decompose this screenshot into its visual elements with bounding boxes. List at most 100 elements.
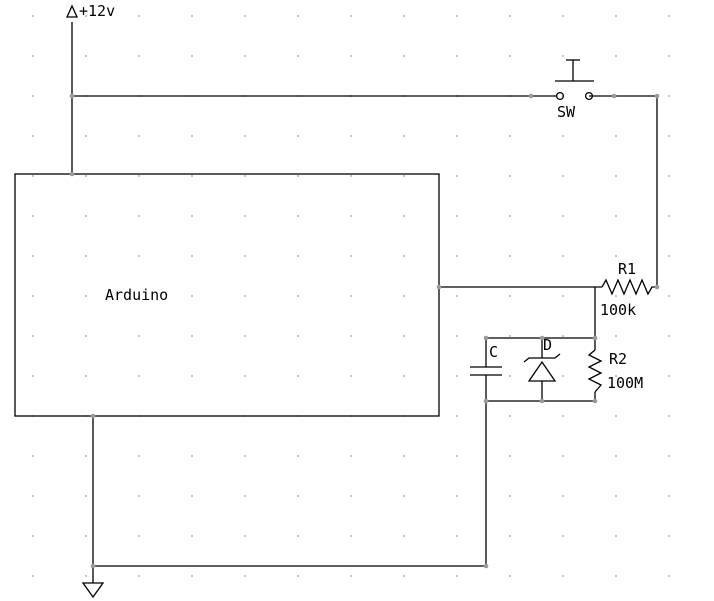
grid-dot <box>403 575 405 577</box>
grid-dot <box>138 215 140 217</box>
junction-dot <box>69 93 75 99</box>
grid-dot <box>668 535 670 537</box>
grid-dot <box>615 575 617 577</box>
grid-dot <box>562 175 564 177</box>
grid-dot <box>668 375 670 377</box>
grid-dot <box>297 455 299 457</box>
supply-label: +12v <box>79 2 115 20</box>
capacitor-c: C <box>470 343 502 376</box>
junction-dot <box>539 398 545 404</box>
grid-dot <box>191 255 193 257</box>
grid-dot <box>297 575 299 577</box>
grid-dot <box>456 335 458 337</box>
grid-dot <box>615 375 617 377</box>
junction-dot <box>654 284 660 290</box>
grid-dot <box>138 15 140 17</box>
grid-dot <box>244 175 246 177</box>
grid-dot <box>668 255 670 257</box>
grid-dot <box>32 295 34 297</box>
grid-dot <box>456 255 458 257</box>
r1-value: 100k <box>600 301 636 319</box>
grid-dot <box>244 335 246 337</box>
grid-dot <box>32 575 34 577</box>
junction-dot <box>592 335 598 341</box>
grid-dot <box>562 55 564 57</box>
grid-dot <box>456 55 458 57</box>
grid-dot <box>350 215 352 217</box>
grid-dot <box>403 15 405 17</box>
grid-dot <box>615 535 617 537</box>
grid-dot <box>244 575 246 577</box>
grid-dot <box>138 55 140 57</box>
junction-dot <box>528 93 534 99</box>
grid-dot <box>615 455 617 457</box>
junction-dot <box>539 335 545 341</box>
r2-name: R2 <box>609 350 627 368</box>
grid-dot <box>403 455 405 457</box>
switch-label: SW <box>557 103 576 121</box>
grid-dot <box>456 135 458 137</box>
resistor-r1: R1 100k <box>600 260 657 319</box>
grid-dot <box>456 15 458 17</box>
junction-dot <box>483 563 489 569</box>
grid-dot <box>244 375 246 377</box>
grid-dot <box>350 535 352 537</box>
resistor-zigzag-icon <box>601 278 657 296</box>
grid-dot <box>138 295 140 297</box>
grid-dot <box>668 415 670 417</box>
grid-dot <box>509 215 511 217</box>
grid-dot <box>615 175 617 177</box>
junction-dot <box>69 171 75 177</box>
grid-dot <box>85 455 87 457</box>
grid-dot <box>615 135 617 137</box>
ground-symbol <box>81 582 105 599</box>
grid-dot <box>350 575 352 577</box>
junction-dot <box>90 563 96 569</box>
grid-dot <box>85 295 87 297</box>
grid-dot <box>562 495 564 497</box>
junction-dot <box>90 413 96 419</box>
grid-dot <box>668 215 670 217</box>
supply-symbol: +12v <box>65 2 115 20</box>
grid-dot <box>297 295 299 297</box>
grid-dot <box>297 495 299 497</box>
capacitor-label: C <box>489 343 498 361</box>
junction-dot <box>654 93 660 99</box>
grid-dot <box>403 295 405 297</box>
grid-dot <box>191 375 193 377</box>
grid-dot <box>562 295 564 297</box>
grid-dot <box>509 415 511 417</box>
grid-dot <box>191 455 193 457</box>
grid-dot <box>244 215 246 217</box>
grid-dot <box>403 175 405 177</box>
grid-dot <box>297 55 299 57</box>
resistor-r2: R2 100M <box>587 349 643 393</box>
grid-dot <box>191 335 193 337</box>
grid-dot <box>32 535 34 537</box>
grid-dot <box>350 375 352 377</box>
grid-dot <box>456 575 458 577</box>
junction-dot <box>592 398 598 404</box>
grid-dot <box>509 15 511 17</box>
grid-dot <box>85 535 87 537</box>
grid-dot <box>138 255 140 257</box>
grid-dot <box>244 255 246 257</box>
junction-dot <box>483 335 489 341</box>
grid-dot <box>85 575 87 577</box>
grid-dot <box>615 255 617 257</box>
grid-dot <box>668 135 670 137</box>
grid-dot <box>615 55 617 57</box>
grid-dot <box>456 175 458 177</box>
grid-dot <box>191 55 193 57</box>
grid-dot <box>350 455 352 457</box>
switch-sw: SW <box>531 59 594 121</box>
grid-dot <box>562 215 564 217</box>
arduino-block: Arduino <box>14 173 440 417</box>
grid-dot <box>138 375 140 377</box>
grid-dot <box>668 295 670 297</box>
grid-dot <box>615 295 617 297</box>
grid-dot <box>562 455 564 457</box>
grid-dot <box>456 215 458 217</box>
grid-dot <box>509 455 511 457</box>
grid-dot <box>668 455 670 457</box>
